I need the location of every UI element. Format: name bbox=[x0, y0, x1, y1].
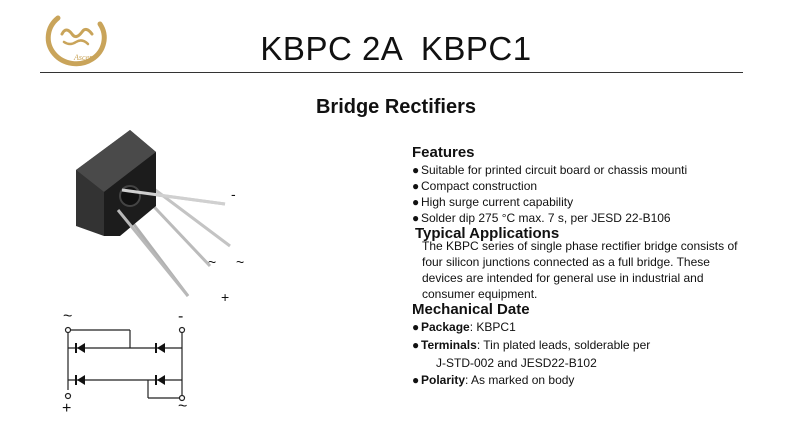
company-logo: Ascent bbox=[40, 10, 112, 72]
features-list: ●Suitable for printed circuit board or c… bbox=[412, 162, 687, 226]
schematic-label-plus: + bbox=[62, 400, 72, 417]
pin-label-plus: + bbox=[221, 289, 230, 305]
list-item: ●Solder dip 275 °C max. 7 s, per JESD 22… bbox=[412, 211, 671, 225]
typical-applications-heading: Typical Applications bbox=[415, 225, 560, 242]
list-item: ●High surge current capability bbox=[412, 195, 574, 209]
schematic-label-ac-bottom: ~ bbox=[178, 398, 188, 415]
schematic-label-ac-top: ~ bbox=[63, 308, 73, 325]
typical-applications-text: The KBPC series of single phase rectifie… bbox=[422, 239, 738, 301]
pin-label-ac1: ~ bbox=[208, 254, 217, 270]
pin-label-ac2: ~ bbox=[236, 254, 245, 270]
logo-text: Ascent bbox=[73, 53, 96, 62]
header-divider bbox=[40, 72, 743, 73]
schematic-label-minus: - bbox=[178, 308, 184, 325]
bridge-schematic bbox=[40, 310, 210, 420]
mechanical-terminals-cont: J-STD-002 and JESD22-B102 bbox=[436, 356, 597, 370]
page-title: KBPC 2A KBPC1 bbox=[260, 30, 532, 67]
mechanical-heading: Mechanical Date bbox=[412, 301, 530, 318]
features-heading: Features bbox=[412, 144, 475, 161]
pin-label-minus: - bbox=[231, 186, 236, 202]
mechanical-terminals: ●Terminals: Tin plated leads, solderable… bbox=[412, 338, 651, 352]
document-title: Bridge Rectifiers bbox=[315, 96, 477, 118]
list-item: ●Compact construction bbox=[412, 179, 538, 193]
mechanical-polarity: ●Polarity: As marked on body bbox=[412, 373, 575, 387]
list-item: ●Suitable for printed circuit board or c… bbox=[412, 163, 688, 177]
product-photo bbox=[60, 126, 260, 306]
mechanical-package: ●Package: KBPC1 bbox=[412, 320, 516, 334]
